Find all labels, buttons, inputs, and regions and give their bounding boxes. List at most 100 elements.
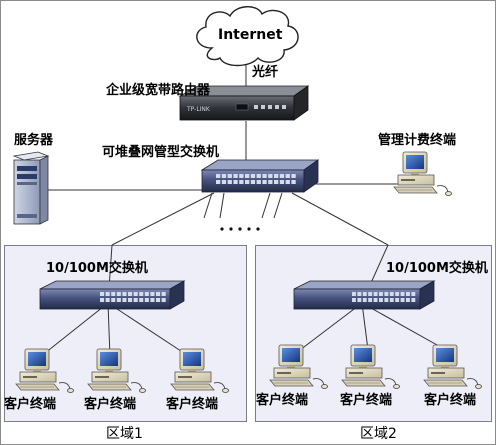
zone1-client-2-label: 客户终端 [84, 397, 137, 412]
zone1-switch-label: 10/100M交换机 [46, 261, 148, 276]
billing-terminal-icon [393, 151, 452, 196]
switch-port [357, 292, 362, 296]
zone1-box [4, 245, 247, 422]
switch-port [384, 298, 389, 302]
switch-port [139, 298, 144, 302]
switch-port [274, 180, 279, 184]
switch-port [133, 292, 138, 296]
switch-port [139, 292, 144, 296]
switch-port [406, 292, 410, 296]
switch-port [352, 298, 356, 302]
router-icon: TP-LINK [178, 85, 310, 121]
switch-port [150, 292, 155, 296]
more-devices-dots [220, 227, 260, 231]
switch-port [245, 180, 250, 184]
zone1-client-1-label: 客户终端 [4, 397, 57, 412]
switch-port [111, 298, 116, 302]
switch-port [161, 298, 166, 302]
switch-port [368, 292, 373, 296]
switch-port [100, 298, 105, 302]
switch-port [216, 174, 221, 178]
switch-port [233, 180, 238, 184]
switch-port [400, 298, 405, 302]
zone1-title: 区域1 [106, 426, 143, 442]
server-label: 服务器 [14, 133, 54, 148]
switch-port [227, 174, 232, 178]
switch-port [400, 292, 405, 296]
server-icon [12, 151, 50, 225]
switch-port [105, 298, 110, 302]
network-links [39, 62, 447, 358]
switch-port [100, 292, 105, 296]
switch-port [285, 174, 290, 178]
switch-port [384, 292, 389, 296]
switch-port [150, 298, 155, 302]
switch-port [379, 298, 383, 302]
switch-port [362, 292, 367, 296]
switch-port [406, 298, 410, 302]
switch-port [279, 180, 285, 184]
switch-port [239, 180, 244, 184]
switch-port [116, 292, 121, 296]
switch-port [256, 174, 261, 178]
link-switch-zone1 [111, 192, 215, 246]
zone1-switch-icon [39, 280, 186, 310]
switch-port [161, 292, 166, 296]
zone2-client-1-label: 客户终端 [256, 393, 309, 408]
switch-port [144, 292, 149, 296]
zone2-switch-label: 10/100M交换机 [386, 261, 488, 276]
zone1-client-3-label: 客户终端 [166, 397, 219, 412]
internet-label: Internet [218, 27, 283, 43]
switch-port [395, 298, 400, 302]
switch-port [221, 174, 227, 178]
switch-port [156, 292, 161, 296]
switch-port [122, 292, 127, 296]
switch-port [262, 174, 267, 178]
svg-text:TP-LINK: TP-LINK [186, 106, 211, 113]
switch-port [411, 292, 416, 296]
cloud-icon [196, 6, 299, 67]
switch-port [105, 292, 110, 296]
switch-port [262, 180, 267, 184]
router-label: 企业级宽带路由器 [106, 83, 211, 98]
switch-port [362, 298, 367, 302]
switch-port [256, 180, 261, 184]
switch-port [144, 298, 149, 302]
switch-port [285, 180, 290, 184]
core-switch-icon [200, 159, 320, 193]
switch-port [389, 298, 394, 302]
switch-port [357, 298, 362, 302]
switch-port [268, 174, 273, 178]
switch-port [368, 298, 373, 302]
switch-port [411, 298, 416, 302]
switch-port [116, 298, 121, 302]
switch-port [352, 292, 356, 296]
switch-port [133, 298, 138, 302]
switch-port [128, 292, 133, 296]
switch-port [227, 180, 232, 184]
zone2-client-3-label: 客户终端 [424, 393, 477, 408]
fiber-label: 光纤 [252, 65, 279, 80]
switch-port [221, 180, 227, 184]
core-switch-label: 可堆叠网管型交换机 [102, 145, 220, 160]
switch-port [239, 174, 244, 178]
zone2-switch-icon [293, 280, 436, 310]
zone2-box [255, 245, 492, 422]
switch-port [291, 180, 296, 184]
switch-port [279, 174, 285, 178]
switch-port [250, 174, 256, 178]
billing-label: 管理计费终端 [378, 133, 457, 148]
switch-port [268, 180, 273, 184]
switch-port [233, 174, 238, 178]
switch-port [156, 298, 161, 302]
link-switch-zone2 [291, 192, 389, 246]
switch-port [122, 298, 127, 302]
zone2-title: 区域2 [360, 426, 397, 442]
switch-port [373, 292, 378, 296]
switch-port [216, 180, 221, 184]
switch-port [389, 292, 394, 296]
switch-port [373, 298, 378, 302]
switch-port [250, 180, 256, 184]
switch-port [111, 292, 116, 296]
